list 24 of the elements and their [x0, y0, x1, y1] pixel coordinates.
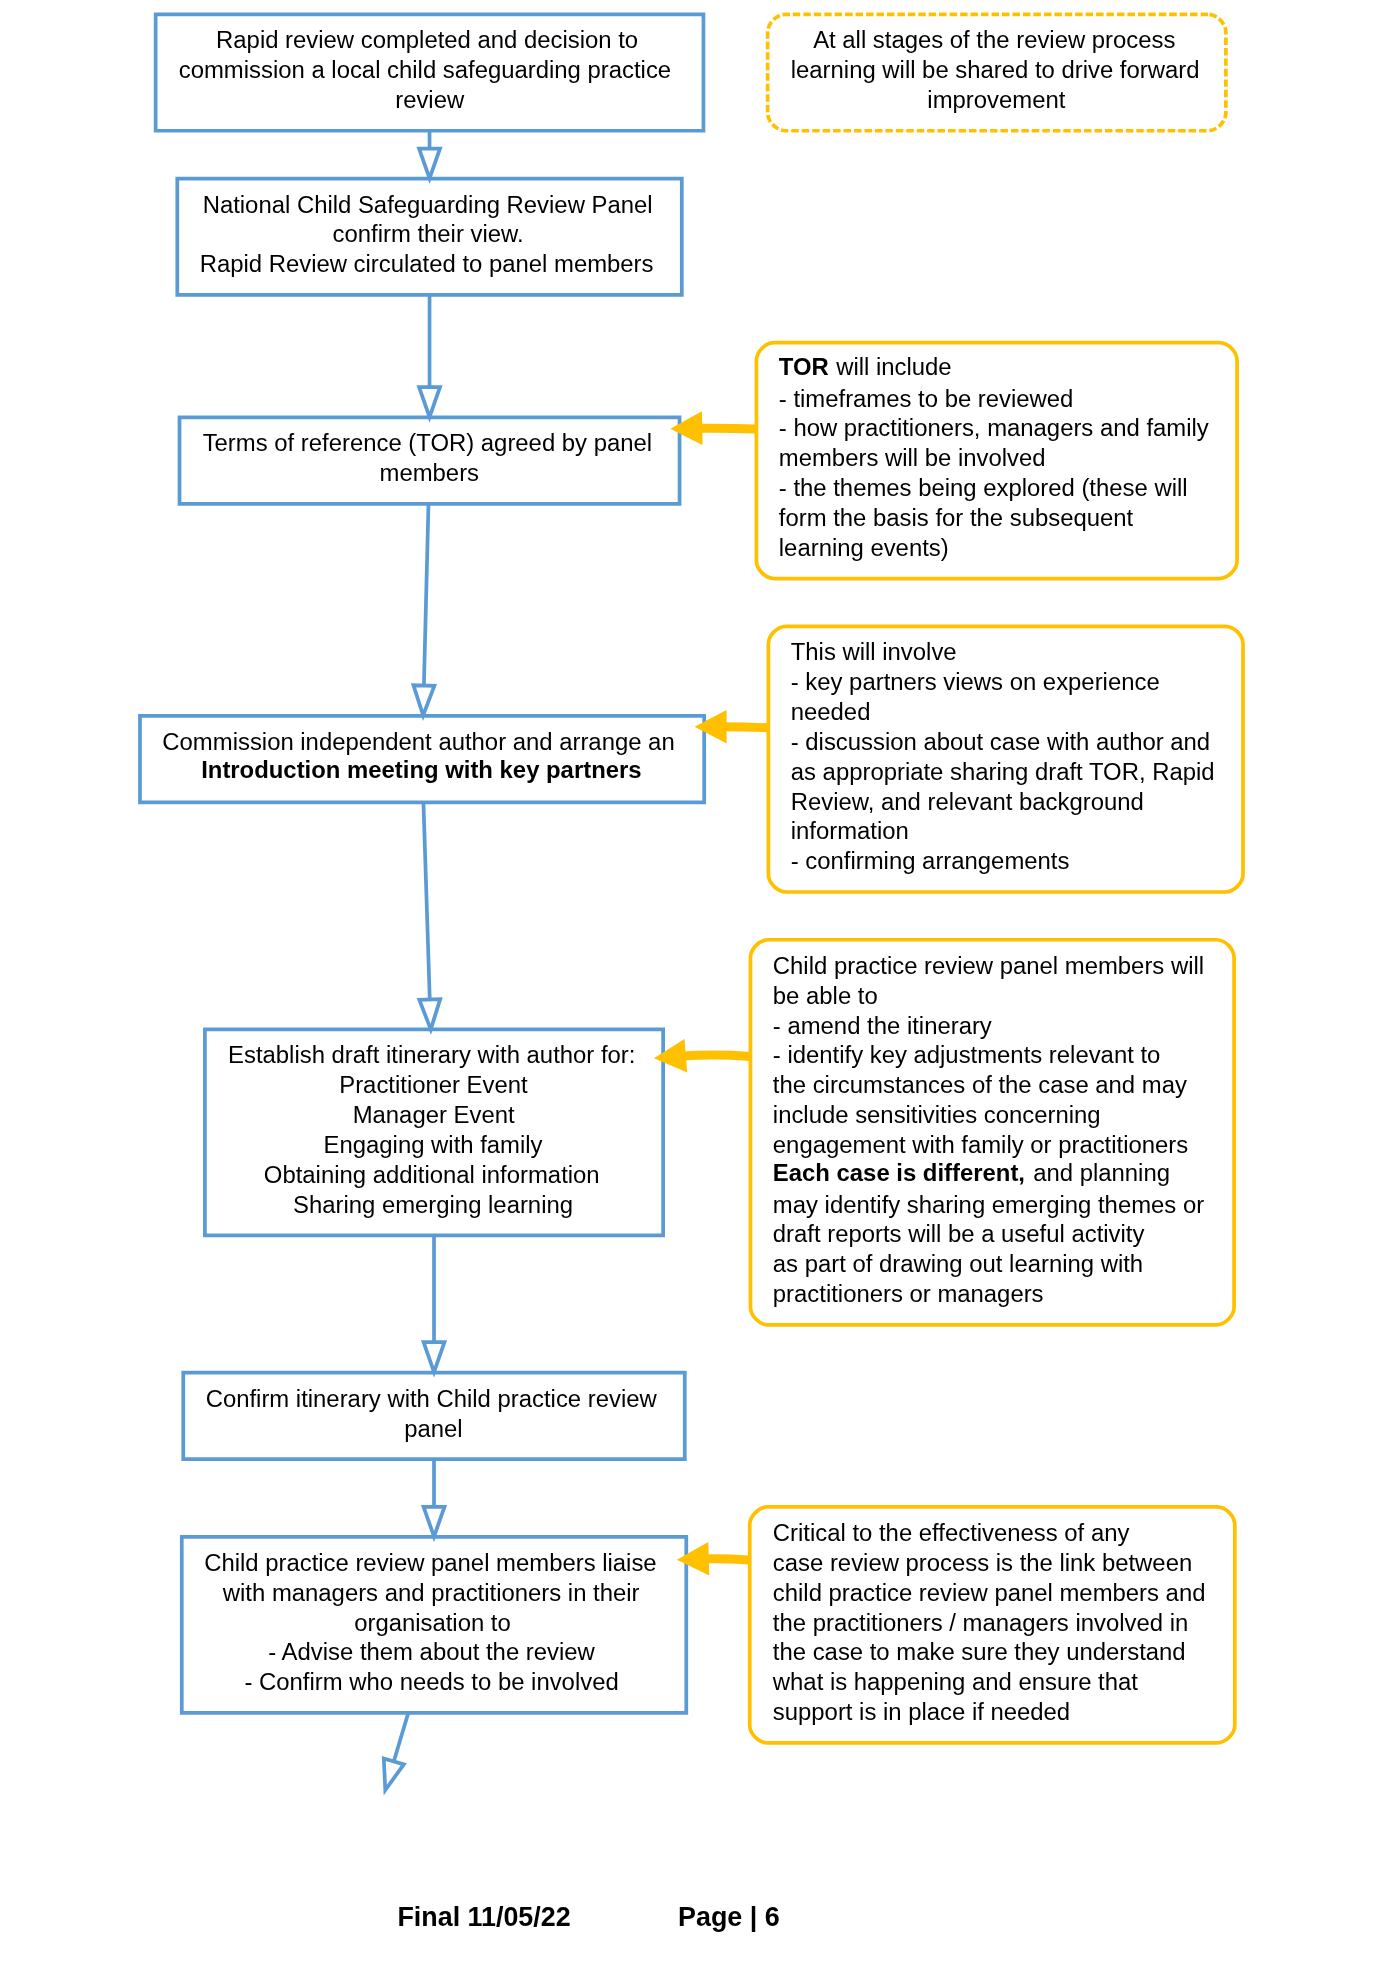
node-box: Rapid review completed and decision to commission a local child safeguarding practice review	[153, 12, 705, 133]
arrow	[415, 295, 443, 423]
arrow	[676, 1541, 749, 1576]
node-box: This will involve - key partners views on experience needed - discussion about case with author and as appropriate sharing draft TOR, Rapid Review, and relevant background information - confirming arrangements	[766, 624, 1245, 894]
arrow	[653, 1038, 750, 1073]
arrow	[420, 1459, 447, 1543]
node-box: National Child Safeguarding Review Panel confirm their view. Rapid Review circulated to panel members	[174, 176, 684, 297]
arrow	[694, 709, 768, 744]
arrow	[420, 1235, 447, 1378]
node-box: At all stages of the review process learning will be shared to drive forward improvement	[765, 12, 1228, 133]
node-box: Terms of reference (TOR) agreed by panel members	[177, 415, 681, 506]
arrow	[669, 411, 756, 445]
node-box: Child practice review panel members liaise with managers and practitioners in their organisation to - Advise them about the review - Confirm who needs to be involved	[179, 1534, 688, 1715]
node-box: Critical to the effectiveness of any case review process is the link between child practice review panel members and the practitioners / managers involved in the case to make sure they understand what is happening and ensure that support is in place if needed	[747, 1505, 1237, 1745]
node-box: TOR will include - timeframes to be reviewed - how practitioners, managers and family members will be involved - the themes being explored (these will form the basis for the subsequent learning events)	[754, 340, 1239, 581]
arrow	[381, 1712, 410, 1796]
label: Final 11/05/22	[396, 1902, 571, 1933]
node-box: Commission independent author and arrange an Introduction meeting with key partners	[137, 714, 706, 805]
node-box: Confirm itinerary with Child practice review panel	[180, 1370, 687, 1462]
arrow	[410, 504, 437, 722]
label: Page | 6	[677, 1902, 780, 1933]
arrow	[416, 803, 443, 1035]
node-box: Establish draft itinerary with author for: Practitioner Event Manager Event Engaging with family Obtaining additional information Sharing emerging learning	[202, 1027, 665, 1238]
node-box: Child practice review panel members will be able to - amend the itinerary - identify key adjustments relevant to the circumstances of the case and may include sensitivities concerning engagement with family or practitioners Each case is different, and planning may identify sharing emerging themes or draft reports will be a useful activity as part of drawing out learning with practitioners or managers	[748, 937, 1236, 1327]
